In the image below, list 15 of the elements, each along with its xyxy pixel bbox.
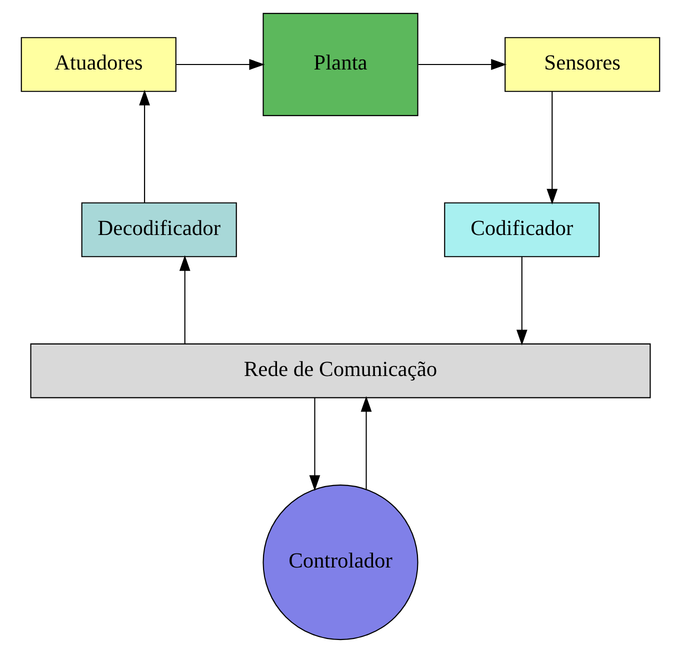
node-box: Rede de Comunicação: [30, 343, 650, 398]
arrow: [138, 90, 150, 203]
arrow: [178, 255, 190, 344]
arrow: [418, 59, 506, 70]
arrow: [546, 91, 558, 204]
node-circle: Controlador: [262, 484, 418, 640]
arrow: [360, 396, 372, 490]
node-box: Atuadores: [20, 37, 176, 92]
arrow: [308, 398, 320, 491]
arrow: [176, 59, 264, 70]
node-box: Decodificador: [80, 202, 236, 258]
node-box: Planta: [262, 12, 418, 116]
node-box: Codificador: [444, 202, 600, 258]
arrow: [516, 256, 527, 346]
node-box: Sensores: [504, 37, 660, 92]
